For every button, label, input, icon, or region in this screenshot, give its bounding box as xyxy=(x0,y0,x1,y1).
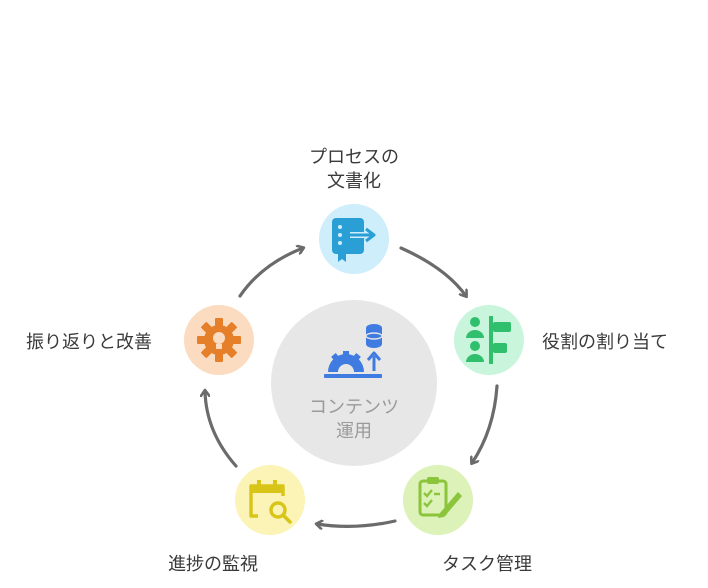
node-monitor-circle xyxy=(235,465,305,535)
node-tasks-circle xyxy=(403,465,473,535)
calendar-search-icon xyxy=(249,480,292,524)
arrow-tasks-to-monitor xyxy=(317,521,397,526)
clipboard-check-icon xyxy=(418,477,462,518)
gear-icon xyxy=(197,318,241,362)
gear-database-icon xyxy=(324,324,383,378)
center-circle xyxy=(271,300,437,466)
people-flag-icon xyxy=(466,316,511,364)
document-arrow-icon xyxy=(332,218,376,262)
label-monitor: 進捗の監視 xyxy=(168,554,258,575)
label-improve: 振り返りと改善 xyxy=(26,332,152,353)
label-document: プロセスの 文書化 xyxy=(309,147,399,192)
arrow-monitor-to-improve xyxy=(205,391,238,468)
arrow-roles-to-tasks xyxy=(472,384,499,463)
label-roles: 役割の割り当て xyxy=(542,332,668,353)
label-tasks: タスク管理 xyxy=(442,554,532,575)
center-label: コンテンツ 運用 xyxy=(309,397,399,442)
arrow-document-to-roles xyxy=(399,246,466,296)
arrow-improve-to-document xyxy=(238,248,303,298)
